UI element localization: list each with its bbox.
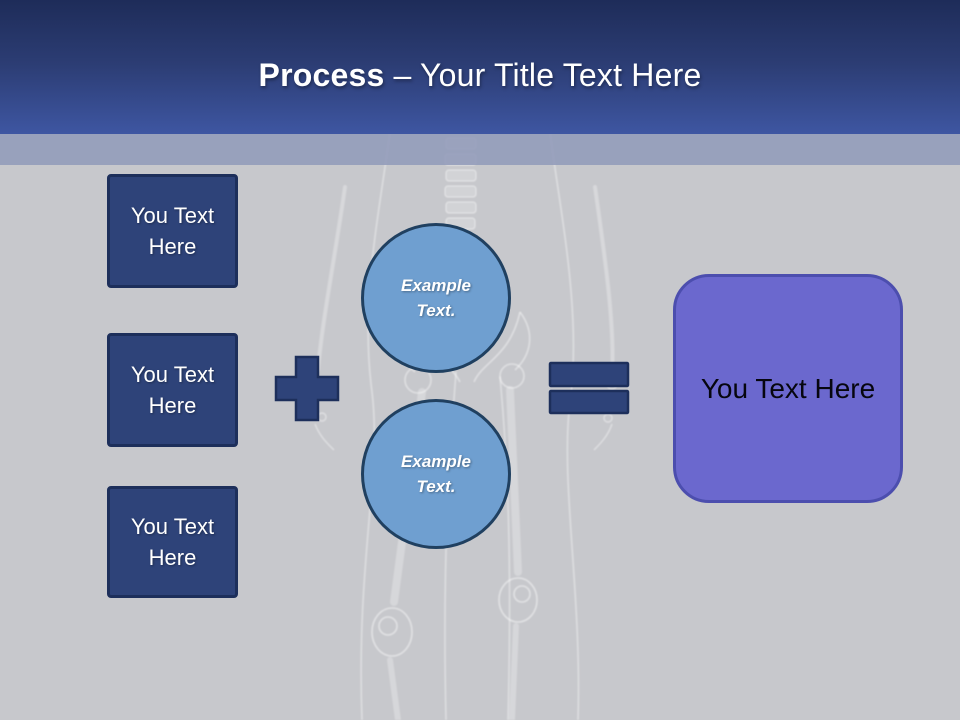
title-keyword: Process [258,56,385,93]
input-box-1[interactable]: You Text Here [107,174,238,288]
example-circle-1[interactable]: Example Text. [361,223,511,373]
input-box-3[interactable]: You Text Here [107,486,238,598]
slide-title[interactable]: Process– Your Title Text Here [259,41,702,94]
input-box-2-label: You Text Here [130,362,215,418]
input-box-3-label: You Text Here [130,514,215,570]
example-circle-2[interactable]: Example Text. [361,399,511,549]
title-subtitle: – Your Title Text Here [393,56,702,93]
example-circle-1-label: Example Text. [401,276,471,320]
input-box-1-label: You Text Here [130,203,215,259]
input-box-2[interactable]: You Text Here [107,333,238,447]
result-box-label: You Text Here [700,372,876,404]
slide-header: Process– Your Title Text Here [0,0,960,134]
example-circle-2-label: Example Text. [401,452,471,496]
header-underline-band [0,134,960,165]
result-box[interactable]: You Text Here [673,274,903,503]
